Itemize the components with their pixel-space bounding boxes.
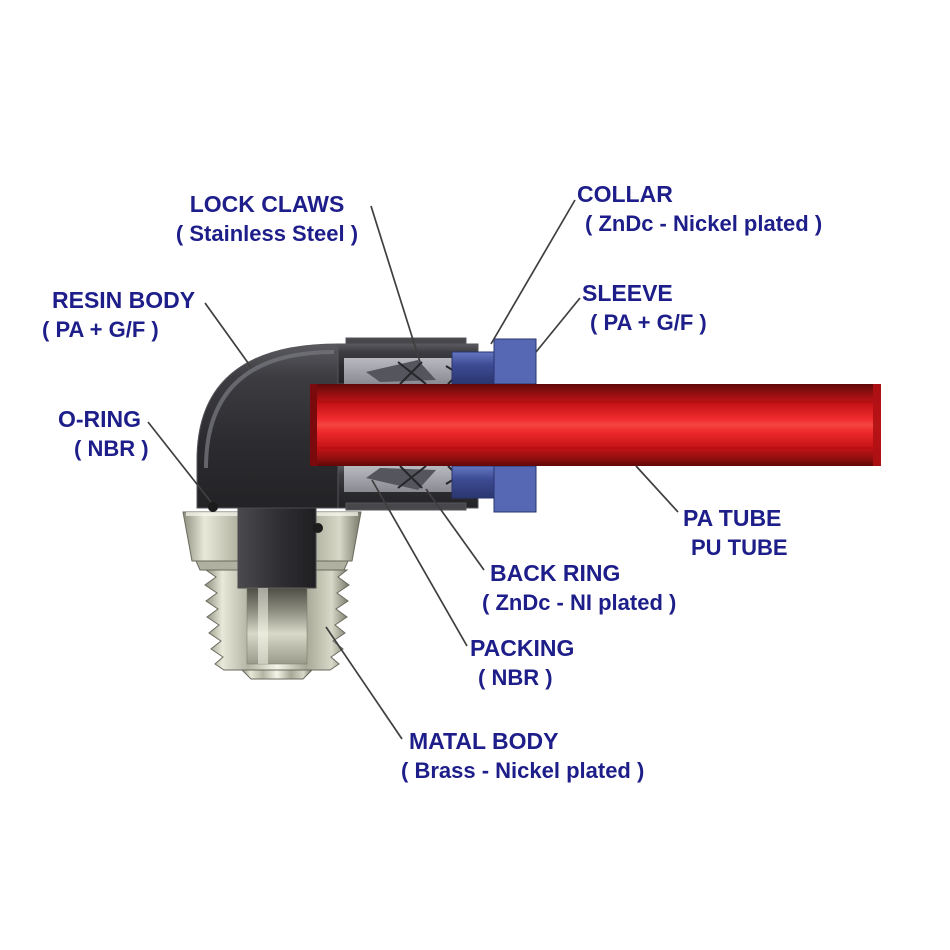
label-back-ring: BACK RING ( ZnDc - NI plated )	[482, 559, 676, 617]
label-sleeve: SLEEVE ( PA + G/F )	[582, 279, 707, 337]
label-matal-body-detail: ( Brass - Nickel plated )	[401, 758, 645, 783]
label-packing-name: PACKING	[470, 635, 575, 661]
metal-body-bore	[246, 587, 308, 665]
label-matal-body: MATAL BODY ( Brass - Nickel plated )	[401, 727, 644, 785]
label-back-ring-detail: ( ZnDc - NI plated )	[482, 590, 677, 615]
leader-line-collar	[490, 199, 576, 345]
label-o-ring-detail: ( NBR )	[74, 436, 149, 461]
label-resin-body-detail: ( PA + G/F )	[42, 317, 159, 342]
label-lock-claws: LOCK CLAWS ( Stainless Steel )	[148, 190, 386, 248]
label-resin-body-name: RESIN BODY	[52, 287, 196, 313]
label-sleeve-name: SLEEVE	[582, 280, 673, 306]
sleeve-top-shape	[493, 338, 537, 385]
leader-line-o-ring	[147, 421, 212, 503]
label-sleeve-detail: ( PA + G/F )	[590, 310, 707, 335]
tube-shape	[310, 384, 881, 466]
leader-line-packing	[371, 479, 468, 647]
label-packing: PACKING ( NBR )	[470, 634, 574, 692]
leader-line-lock-claws	[370, 205, 421, 363]
label-o-ring-name: O-RING	[58, 406, 142, 432]
label-o-ring: O-RING ( NBR )	[58, 405, 149, 463]
metal-body-tip-shape	[240, 669, 314, 680]
label-matal-body-name: MATAL BODY	[409, 728, 559, 754]
leader-line-matal-body	[325, 626, 403, 740]
label-back-ring-name: BACK RING	[490, 560, 621, 586]
label-collar: COLLAR ( ZnDc - Nickel plated )	[577, 180, 822, 238]
label-collar-detail: ( ZnDc - Nickel plated )	[585, 211, 823, 236]
label-pa-tube-name: PA TUBE	[683, 505, 782, 531]
tube-right-edge	[873, 384, 881, 466]
leader-line-sleeve	[535, 297, 581, 353]
label-pu-tube-name: PU TUBE	[691, 535, 788, 560]
o-ring-shape-left	[208, 502, 218, 512]
leader-line-back-ring	[425, 488, 485, 571]
tube-end-edge	[310, 384, 317, 466]
label-pa-tube: PA TUBE PU TUBE	[683, 504, 788, 562]
o-ring-shape-right	[313, 523, 323, 533]
sleeve-bottom-shape	[493, 465, 537, 513]
label-packing-detail: ( NBR )	[478, 665, 553, 690]
resin-body-stem-shape	[237, 507, 317, 589]
label-collar-name: COLLAR	[577, 181, 673, 207]
resin-body-bottom-rim	[345, 502, 467, 511]
label-lock-claws-name: LOCK CLAWS	[189, 191, 345, 217]
resin-body-highlight	[204, 350, 335, 469]
leader-lines	[147, 199, 679, 740]
label-resin-body: RESIN BODY ( PA + G/F )	[42, 286, 195, 344]
leader-line-pa-tube	[635, 465, 679, 513]
leader-line-resin-body	[204, 302, 252, 368]
label-lock-claws-detail: ( Stainless Steel )	[175, 221, 359, 246]
metal-body-bore-highlight	[258, 588, 268, 664]
